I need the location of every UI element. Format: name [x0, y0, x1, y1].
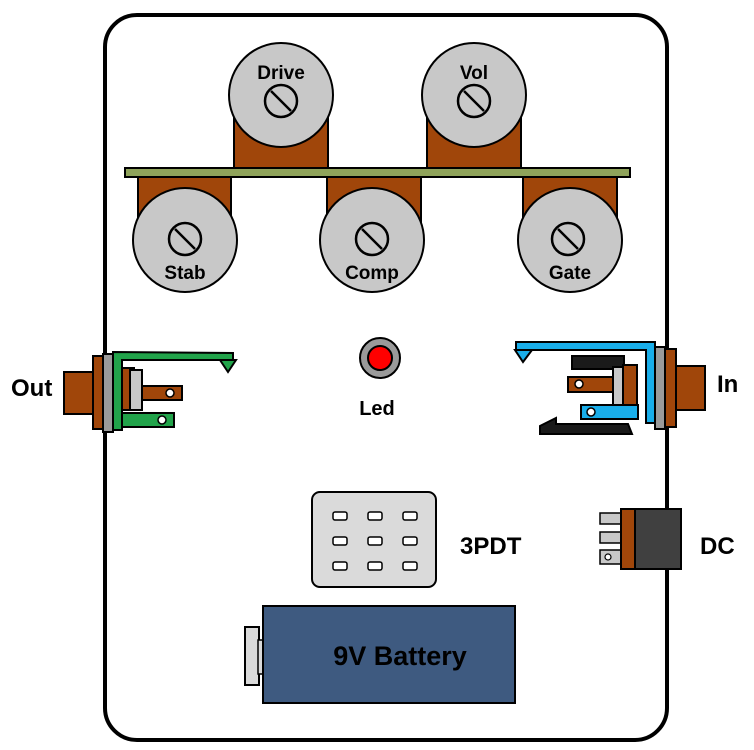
dc-jack-label: DC	[700, 533, 735, 560]
led-light	[367, 345, 393, 371]
battery-terminal	[244, 626, 260, 686]
jack-inner-grey	[129, 369, 143, 411]
dc-jack-lug	[599, 512, 623, 525]
jack-hook	[513, 349, 534, 364]
battery-body	[262, 605, 516, 704]
jack-nut	[92, 355, 104, 430]
led: Led	[359, 337, 401, 420]
jack-tip-lug	[141, 385, 183, 401]
battery-label: 9V Battery	[333, 641, 467, 671]
screw-icon	[263, 83, 299, 119]
pot-gate: Gate	[517, 187, 623, 293]
jack-switch-contact	[539, 416, 634, 435]
pot-vol: Vol	[421, 42, 527, 171]
dc-jack-nut	[620, 508, 636, 570]
input-jack	[513, 341, 706, 435]
input-jack-label: In	[717, 371, 738, 398]
jack-sleeve-lug	[580, 404, 639, 420]
jack-thread	[675, 365, 706, 411]
jack-washer	[102, 353, 114, 433]
pot-comp: Comp	[319, 187, 425, 293]
screw-icon	[550, 221, 586, 257]
footswitch-label: 3PDT	[460, 533, 522, 560]
jack-nut	[664, 348, 677, 428]
footswitch-lugs	[332, 511, 418, 571]
output-jack-label: Out	[11, 375, 52, 402]
jack-washer	[654, 346, 666, 430]
led-label: Led	[359, 398, 395, 420]
battery-9v: 9V Battery	[244, 605, 516, 704]
dc-jack-body	[634, 508, 682, 570]
pcb-strip	[124, 167, 631, 178]
pot-comp-label: Comp	[345, 263, 399, 284]
pot-gate-label: Gate	[549, 263, 591, 284]
dc-jack	[599, 508, 682, 570]
pot-stab-label: Stab	[164, 263, 205, 284]
pot-drive-label: Drive	[257, 63, 305, 84]
screw-icon	[456, 83, 492, 119]
footswitch-3pdt	[311, 491, 437, 588]
screw-icon	[167, 221, 203, 257]
pot-vol-label: Vol	[460, 63, 488, 84]
output-jack	[63, 350, 238, 433]
jack-thread	[63, 371, 95, 415]
screw-icon	[354, 221, 390, 257]
dc-jack-lug	[599, 531, 623, 544]
pot-drive: Drive	[228, 42, 334, 171]
jack-hook	[218, 359, 238, 374]
pot-stab: Stab	[132, 187, 238, 293]
jack-black-lug	[571, 355, 625, 370]
